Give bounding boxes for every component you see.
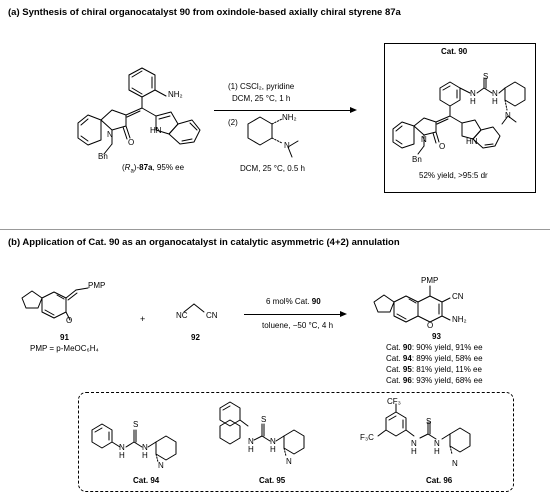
step1-conditions: (1) CSCl₂, pyridine [228, 82, 295, 91]
cat90-o-label: O [439, 142, 446, 151]
start-n-label: N [107, 130, 113, 139]
cat96-s-label: S [426, 417, 432, 426]
cat95-label: Cat. 95 [259, 476, 286, 485]
structure-87a [77, 67, 201, 155]
cat95-h2-label: H [270, 445, 276, 454]
cat95-n1-label: N [248, 437, 254, 446]
cat90-n2-label: N [492, 89, 498, 98]
cmpd91-o-label: O [66, 316, 73, 325]
reaction-arrowhead-b [340, 311, 347, 317]
product-o-label: O [427, 321, 434, 330]
cat96-h2-label: H [434, 447, 440, 456]
cat90-result: 52% yield, >95:5 dr [419, 171, 488, 180]
amine-nh2-label: NH₂ [282, 113, 297, 122]
structure-diamine [247, 116, 299, 158]
cat94-h2-label: H [142, 451, 148, 460]
compound-93-number: 93 [432, 332, 441, 341]
cat94-label: Cat. 94 [133, 476, 160, 485]
cat96-n1-label: N [411, 439, 417, 448]
cat94-s-label: S [133, 420, 139, 429]
structure-cat96 [377, 403, 471, 455]
cat95-nme2-label: N [286, 457, 292, 466]
cat96-f3c-label: F₃C [360, 433, 374, 442]
reaction-arrow-b [244, 314, 340, 315]
start-o-label: O [128, 138, 135, 147]
compound-91-number: 91 [60, 333, 69, 342]
cat90-h1-label: H [470, 97, 476, 106]
start-bn-label: Bn [98, 152, 108, 161]
product-nh2-label: NH₂ [452, 315, 467, 324]
cat90-bn-label: Bn [412, 155, 422, 164]
structure-91 [21, 287, 89, 321]
nc-label: NC [176, 311, 188, 320]
structure-cat95 [219, 401, 305, 457]
step2-conditions: DCM, 25 °C, 0.5 h [240, 164, 305, 173]
cat90-n1-label: N [470, 89, 476, 98]
cat95-s-label: S [261, 415, 267, 424]
step2-label: (2) [228, 118, 238, 127]
annulation-catalyst-loading: 6 mol% Cat. 90 [266, 297, 321, 306]
plus-sign: + [140, 314, 146, 324]
cat94-n2-label: N [142, 443, 148, 452]
compound-87a-label: (Ra)-87a, 95% ee [122, 163, 185, 175]
cat94-nme2-label: N [158, 461, 164, 470]
result-line-1: Cat. 90: 90% yield, 91% ee [386, 343, 483, 352]
start-hn-label: HN [150, 126, 162, 135]
panel-divider [0, 229, 550, 230]
cat96-nme2-label: N [452, 459, 458, 468]
structure-cat94 [91, 423, 177, 463]
cat90-n-label: N [421, 135, 427, 144]
cat96-n2-label: N [434, 439, 440, 448]
cat94-h1-label: H [119, 451, 125, 460]
product-cn-label: CN [452, 292, 464, 301]
cat96-h1-label: H [411, 447, 417, 456]
cn-label: CN [206, 311, 218, 320]
cat90-s-label: S [483, 72, 489, 81]
result-line-4: Cat. 96: 93% yield, 68% ee [386, 376, 483, 385]
cat94-n1-label: N [119, 443, 125, 452]
panel-b-title: (b) Application of Cat. 90 as an organoc… [8, 237, 400, 248]
step1-conditions-2: DCM, 25 °C, 1 h [232, 94, 291, 103]
cat90-title: Cat. 90 [441, 47, 468, 56]
reaction-arrow-a [214, 110, 350, 111]
cat96-label: Cat. 96 [426, 476, 453, 485]
structure-cat90 [392, 77, 526, 155]
cat95-h1-label: H [248, 445, 254, 454]
catalysts-box [78, 392, 514, 492]
start-nh2-label: NH₂ [168, 90, 183, 99]
cmpd91-pmp-label: PMP [88, 281, 106, 290]
cat95-n2-label: N [270, 437, 276, 446]
reaction-arrowhead-a [350, 107, 357, 113]
result-line-3: Cat. 95: 81% yield, 11% ee [386, 365, 482, 374]
cat90-nme2-label: N [505, 111, 511, 120]
panel-a-title: (a) Synthesis of chiral organocatalyst 9… [8, 7, 401, 18]
cat96-cf3-label: CF₃ [387, 397, 401, 406]
structure-93 [373, 285, 451, 323]
result-line-2: Cat. 94: 89% yield, 58% ee [386, 354, 483, 363]
cat90-h2-label: H [492, 97, 498, 106]
structure-92 [183, 303, 205, 313]
cat90-hn-label: HN [466, 137, 478, 146]
product-pmp-label: PMP [421, 276, 439, 285]
pmp-definition: PMP = p-MeOC₆H₄ [30, 344, 99, 353]
compound-92-number: 92 [191, 333, 200, 342]
annulation-conditions: toluene, −50 °C, 4 h [262, 321, 334, 330]
amine-n-label: N [284, 141, 290, 150]
cat90-box [384, 43, 536, 193]
